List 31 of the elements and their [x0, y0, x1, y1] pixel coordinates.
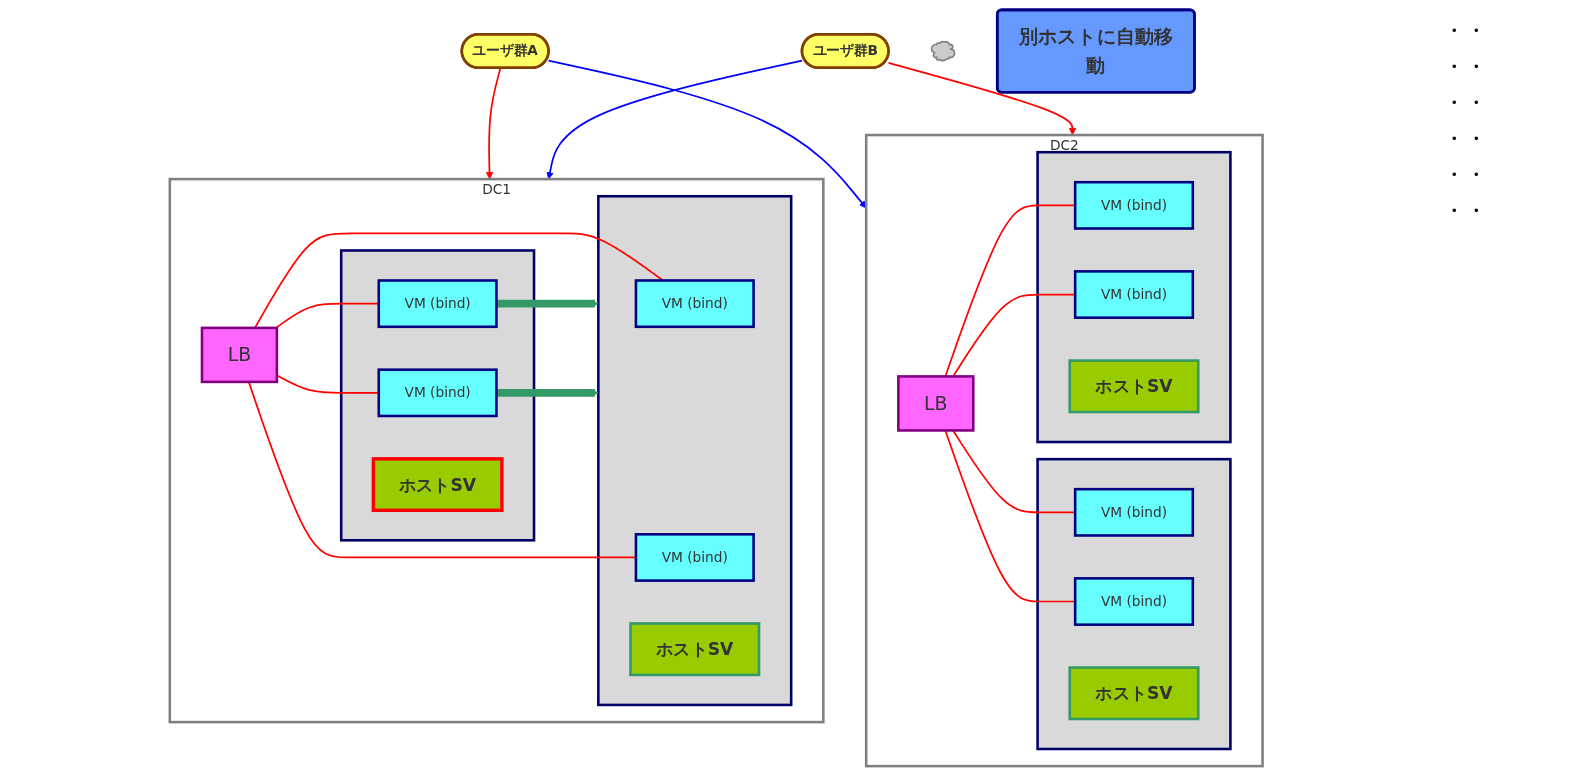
cluster [340, 249, 536, 542]
ellipsis-mark: ・・ [1443, 89, 1488, 117]
node-box: VM (bind) [377, 279, 499, 329]
node-box: VM (bind) [377, 368, 499, 418]
node-box: VM (bind) [1074, 577, 1195, 626]
arrow [496, 299, 599, 308]
node-box: VM (bind) [1074, 180, 1195, 230]
node-box: ホストSV [1068, 359, 1200, 414]
ellipsis-mark: ・・ [1443, 17, 1488, 45]
node-box: VM (bind) [634, 279, 756, 329]
cluster [597, 194, 793, 707]
ellipsis-mark: ・・ [1443, 161, 1488, 189]
arrow [887, 62, 1077, 136]
arrow [546, 59, 804, 180]
connector [275, 302, 380, 329]
node-box: VM (bind) [1074, 487, 1195, 537]
node-box: ホストSV [629, 622, 761, 677]
ellipsis-mark: ・・ [1443, 197, 1488, 225]
node-box: LB [201, 326, 279, 384]
node-box: ホストSV [371, 457, 504, 512]
node-box: VM (bind) [634, 533, 756, 582]
node-cloud [931, 40, 956, 62]
arrow [496, 388, 599, 397]
arrow [547, 59, 867, 209]
node-box: VM (bind) [1074, 270, 1195, 319]
cluster [1036, 457, 1232, 751]
cluster [1036, 150, 1232, 444]
node-box: ホストSV [1068, 666, 1200, 721]
node-box: LB [897, 375, 975, 432]
ellipsis-mark: ・・ [1443, 53, 1488, 81]
ellipsis-mark: ・・ [1443, 125, 1488, 153]
